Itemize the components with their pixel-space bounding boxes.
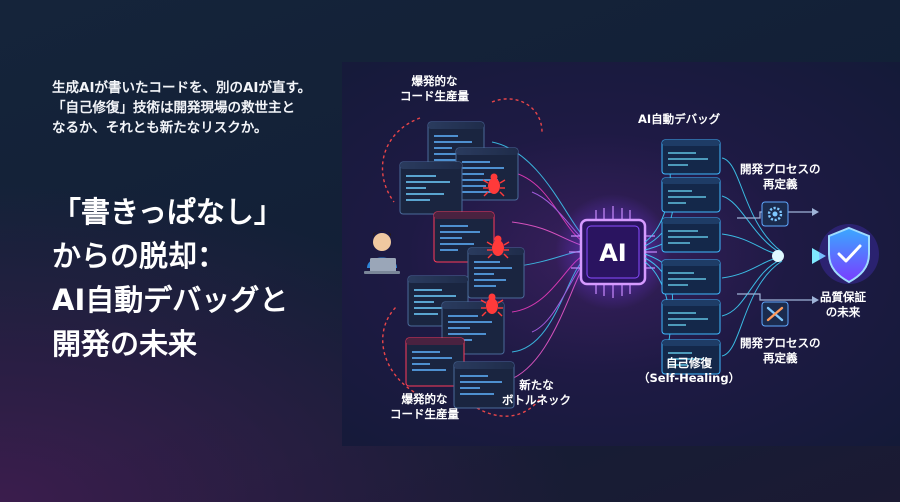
process-top-label: 開発プロセスの 再定義 xyxy=(740,162,821,191)
shield-check-icon xyxy=(819,224,879,284)
illustration-svg: AI xyxy=(364,98,879,417)
tools-icon xyxy=(761,301,789,327)
top-left-label: 爆発的な コード生産量 xyxy=(400,74,469,103)
developer-icon xyxy=(364,230,400,274)
bug-icon xyxy=(480,173,510,317)
beam-arrow xyxy=(739,248,826,264)
headline: 「書きっぱなし」 からの脱却： AI自動デバッグと 開発の未来 xyxy=(52,190,342,366)
intro-line-1: 生成AIが書いたコードを、別のAIが直す。 xyxy=(52,80,312,96)
bottom-left-label: 爆発的な コード生産量 xyxy=(390,392,459,421)
ai-debug-label: AI自動デバッグ xyxy=(638,112,721,126)
intro-line-3: なるか、それとも新たなリスクか。 xyxy=(52,120,268,136)
illustration-panel: AI xyxy=(342,62,900,446)
process-bottom-label: 開発プロセスの 再定義 xyxy=(740,336,821,365)
headline-line-2: からの脱却： xyxy=(52,239,227,273)
intro-text: 生成AIが書いたコードを、別のAIが直す。 「自己修復」技術は開発現場の救世主と… xyxy=(52,78,337,138)
laptop-icon xyxy=(364,258,400,274)
chip-label: AI xyxy=(599,239,627,267)
headline-line-3: AI自動デバッグと xyxy=(52,283,289,317)
ai-chip: AI xyxy=(555,194,671,310)
headline-line-1: 「書きっぱなし」 xyxy=(52,195,283,229)
intro-line-2: 「自己修復」技術は開発現場の救世主と xyxy=(52,100,295,116)
code-windows xyxy=(399,121,525,409)
gear-icon xyxy=(761,201,789,227)
quality-label: 品質保証 の未来 xyxy=(820,290,866,319)
self-healing-label: 自己修復 （Self-Healing） xyxy=(638,356,741,385)
fixed-code-windows xyxy=(661,139,721,375)
headline-line-4: 開発の未来 xyxy=(52,327,198,361)
feedback-arrows xyxy=(381,98,543,417)
bottleneck-label: 新たな ボトルネック xyxy=(502,378,571,407)
